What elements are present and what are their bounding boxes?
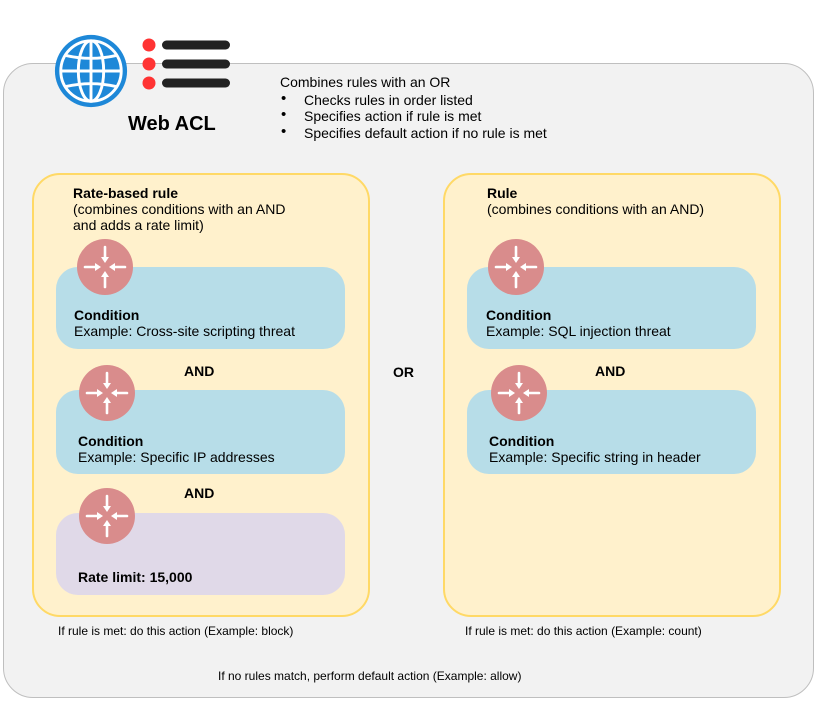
default-action-note: If no rules match, perform default actio… xyxy=(218,669,522,683)
condition-example: Example: Specific string in header xyxy=(489,449,701,465)
or-label: OR xyxy=(393,364,414,380)
condition-arrows-icon xyxy=(78,487,136,545)
condition-arrows-icon xyxy=(76,238,134,296)
and-label: AND xyxy=(595,363,626,379)
right-rule-action-note: If rule is met: do this action (Example:… xyxy=(465,624,702,638)
summary-line: Combines rules with an OR xyxy=(280,74,451,90)
condition-label: Condition xyxy=(74,307,140,323)
rule-title: Rule xyxy=(487,185,518,201)
condition-label: Condition xyxy=(78,433,144,449)
rule-description: and adds a rate limit) xyxy=(73,217,204,233)
and-label: AND xyxy=(184,485,215,501)
rate-based-rule-header: Rate-based rule (combines conditions wit… xyxy=(73,185,285,233)
web-acl-summary: Combines rules with an OR Checks rules i… xyxy=(280,74,547,141)
rate-limit-label: Rate limit: 15,000 xyxy=(78,569,193,585)
condition-arrows-icon xyxy=(78,364,136,422)
condition-example: Example: Cross-site scripting threat xyxy=(74,323,295,339)
summary-bullet: Specifies default action if no rule is m… xyxy=(280,124,547,142)
rule-title: Rate-based rule xyxy=(73,185,179,201)
condition-example: Example: SQL injection threat xyxy=(486,323,671,339)
rule-description: (combines conditions with an AND) xyxy=(487,201,705,217)
condition-label: Condition xyxy=(486,307,552,323)
condition-arrows-icon xyxy=(487,238,545,296)
summary-bullets: Checks rules in order listed Specifies a… xyxy=(280,91,547,142)
left-rule-action-note: If rule is met: do this action (Example:… xyxy=(58,624,294,638)
globe-icon xyxy=(54,34,128,108)
rule-description: (combines conditions with an AND xyxy=(73,201,286,217)
regular-rule-header: Rule (combines conditions with an AND) xyxy=(487,185,704,217)
condition-arrows-icon xyxy=(490,364,548,422)
condition-label: Condition xyxy=(489,433,555,449)
and-label: AND xyxy=(184,363,215,379)
summary-bullet: Specifies action if rule is met xyxy=(280,107,547,125)
summary-bullet: Checks rules in order listed xyxy=(280,91,547,109)
web-acl-title: Web ACL xyxy=(128,113,216,135)
rule-list-icon xyxy=(142,38,230,90)
condition-example: Example: Specific IP addresses xyxy=(78,449,275,465)
